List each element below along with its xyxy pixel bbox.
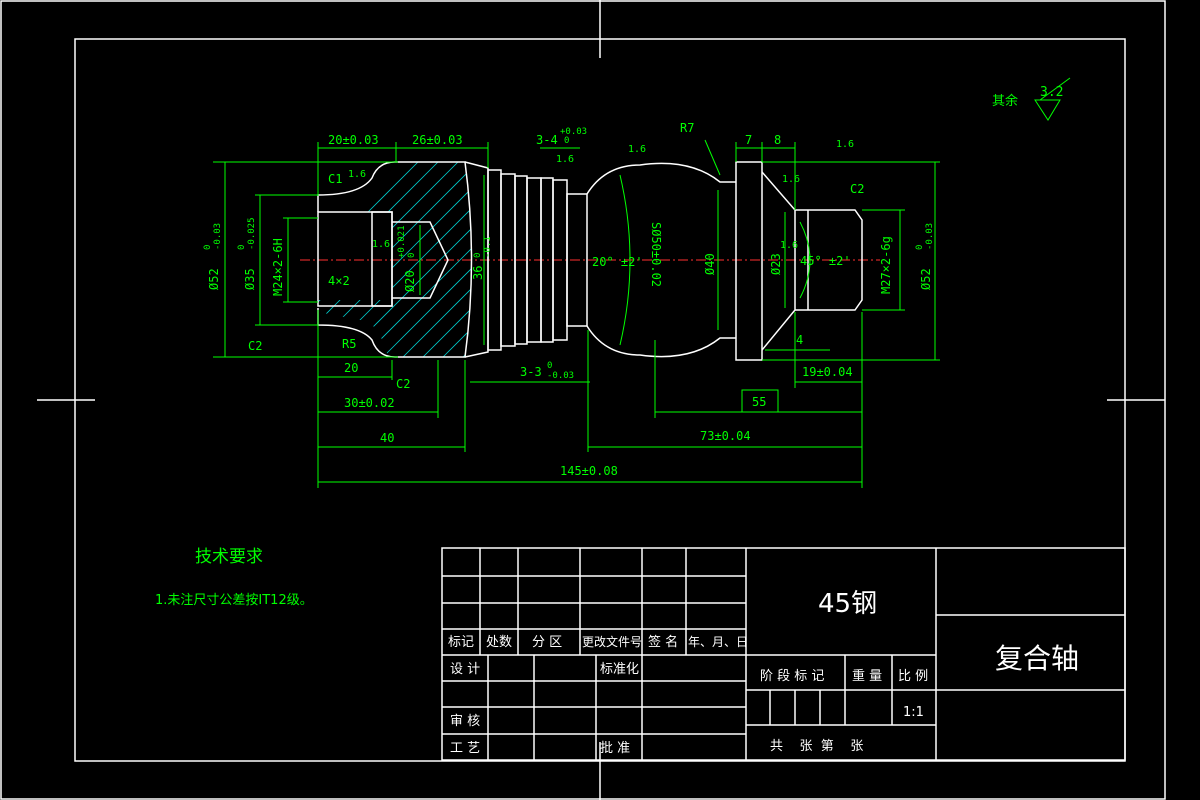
title-block	[441, 547, 1126, 761]
part-outline	[317, 161, 863, 361]
scale-label: 比 例	[898, 669, 928, 684]
dim-19: 19±0.04	[802, 365, 853, 379]
dim-3-3-tol-lo: -0.03	[547, 371, 574, 381]
hdr-date: 年、月、日	[688, 635, 748, 649]
roughness-g: 1.6	[780, 240, 798, 251]
dim-c2-right: C2	[850, 182, 864, 196]
dimension-lines	[213, 77, 1071, 488]
dim-3-4-tol-up: +0.03	[560, 127, 587, 137]
dim-phi23: Ø23	[769, 253, 783, 275]
dim-phi52-right-tol-up: 0	[915, 245, 925, 250]
tech-note: 1.未注尺寸公差按IT12级。	[155, 593, 313, 608]
dim-phi52-left: Ø52	[207, 268, 221, 290]
dim-30: 30±0.02	[344, 396, 395, 410]
dim-r7: R7	[680, 121, 694, 135]
sheet-frame	[0, 0, 1166, 800]
row-approve: 批 准	[600, 741, 630, 756]
dim-8: 8	[774, 133, 781, 147]
dim-phi52-right: Ø52	[919, 268, 933, 290]
dim-45deg: 45° ±2'	[800, 254, 851, 268]
dim-m24: M24×2-6H	[271, 238, 285, 296]
roughness-f: 1.6	[782, 174, 800, 185]
weight-label: 重 量	[852, 668, 882, 684]
part-name: 复合轴	[995, 642, 1079, 675]
dim-sphere: SØ50±0.02	[649, 222, 663, 287]
dim-40: 40	[380, 431, 394, 445]
surface-finish-value: 3.2	[1040, 85, 1063, 100]
hdr-mark: 标记	[448, 635, 474, 650]
dim-20deg: 20° ±2'	[592, 255, 643, 269]
row-process: 工 艺	[450, 741, 480, 756]
dim-m27: M27×2-6g	[879, 236, 893, 294]
dim-c2-bottom: C2	[396, 377, 410, 391]
dim-phi20: Ø20	[403, 270, 417, 292]
hdr-count: 处数	[486, 635, 512, 650]
dim-36: 36	[471, 266, 485, 280]
dim-4x2: 4×2	[328, 274, 350, 288]
dim-55: 55	[752, 395, 766, 409]
dim-7: 7	[745, 133, 752, 147]
surface-finish-label: 其余	[992, 93, 1018, 109]
dim-phi20-tol-up: +0.021	[397, 225, 407, 258]
dim-3-3: 3-3	[520, 365, 542, 379]
roughness-d: 1.6	[628, 144, 646, 155]
sheet-count: 共 张 第 张	[770, 739, 863, 754]
hdr-docno: 更改文件号	[582, 634, 642, 649]
row-design: 设 计	[450, 662, 480, 677]
scale-value: 1:1	[903, 705, 924, 720]
roughness-b: 1.6	[372, 239, 390, 250]
material: 45钢	[818, 589, 877, 619]
roughness-a: 1.6	[348, 169, 366, 180]
dim-phi35-tol-up: 0	[237, 245, 247, 250]
dim-phi52-right-tol-lo: -0.03	[925, 223, 935, 250]
dim-r5: R5	[342, 337, 356, 351]
dim-3-4: 3-4	[536, 133, 558, 147]
hdr-zone: 分 区	[532, 635, 562, 650]
dim-3-3-tol-up: 0	[547, 361, 552, 371]
dim-20-003: 20±0.03	[328, 133, 379, 147]
stage-mark: 阶 段 标 记	[760, 669, 824, 684]
dim-36-tol-lo: -0.1	[483, 236, 493, 258]
dim-phi40: Ø40	[703, 253, 717, 275]
dim-c1: C1	[328, 172, 342, 186]
roughness-e: 1.6	[836, 139, 854, 150]
roughness-c: 1.6	[556, 154, 574, 165]
dim-73: 73±0.04	[700, 429, 751, 443]
dim-145: 145±0.08	[560, 464, 618, 478]
dim-c2-left: C2	[248, 339, 262, 353]
dim-phi35-tol-lo: -0.025	[247, 217, 257, 250]
dim-phi52-left-tol-lo: -0.03	[213, 223, 223, 250]
tech-title: 技术要求	[195, 547, 263, 567]
dim-phi52-left-tol-up: 0	[203, 245, 213, 250]
dim-26-003: 26±0.03	[412, 133, 463, 147]
dim-3-4-tol-lo: 0	[564, 136, 569, 146]
dim-36-tol-up: 0	[473, 253, 483, 258]
dim-phi20-tol-lo: 0	[407, 253, 417, 258]
row-standard: 标准化	[600, 662, 639, 677]
hdr-sign: 签 名	[648, 634, 678, 650]
dim-4: 4	[796, 333, 803, 347]
dim-phi35: Ø35	[243, 268, 257, 290]
row-review: 审 核	[450, 714, 480, 729]
dim-20: 20	[344, 361, 358, 375]
